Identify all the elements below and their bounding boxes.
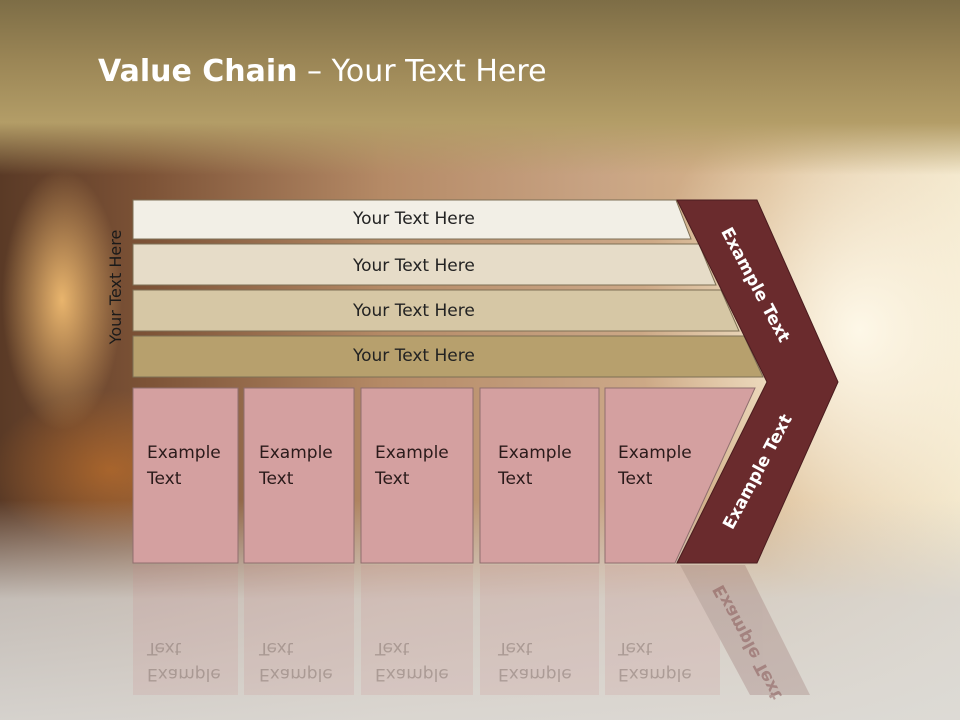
activity-box-3-line2: Text xyxy=(375,469,410,489)
slide-title-bold: Value Chain xyxy=(98,54,298,89)
activity-box-4-line1: Example xyxy=(498,443,572,463)
activity-box-1-line1: Example xyxy=(147,443,221,463)
slide-title: Value Chain – Your Text Here xyxy=(98,54,547,89)
activity-box-2-refl-line1: Example xyxy=(259,664,333,684)
band-2-label: Your Text Here xyxy=(353,256,475,276)
activity-box-2-refl-line2: Text xyxy=(259,638,294,658)
activity-box-1-line2: Text xyxy=(147,469,182,489)
band-1[interactable] xyxy=(132,199,692,240)
activity-box-5-refl-line2: Text xyxy=(618,638,653,658)
activity-box-4-line2: Text xyxy=(498,469,533,489)
activity-box-3-refl-line1: Example xyxy=(375,664,449,684)
band-4[interactable] xyxy=(132,335,764,378)
activity-box-1-refl-line2: Text xyxy=(147,638,182,658)
activity-box-5[interactable] xyxy=(604,387,756,564)
activity-box-5-label: Example Text xyxy=(618,440,692,492)
activity-box-4-reflection: Example Text xyxy=(498,635,572,687)
slide-title-rest: – Your Text Here xyxy=(297,54,547,89)
activity-box-4[interactable] xyxy=(479,387,600,564)
activity-box-3-line1: Example xyxy=(375,443,449,463)
band-3[interactable] xyxy=(132,289,740,332)
activity-box-2-line2: Text xyxy=(259,469,294,489)
activity-box-5-reflection: Example Text xyxy=(618,635,692,687)
activity-box-1-reflection: Example Text xyxy=(147,635,221,687)
activity-box-2[interactable] xyxy=(243,387,355,564)
band-4-label: Your Text Here xyxy=(353,346,475,366)
activity-box-4-label: Example Text xyxy=(498,440,572,492)
activity-box-5-line2: Text xyxy=(618,469,653,489)
activity-box-5-line1: Example xyxy=(618,443,692,463)
activity-box-4-refl-line2: Text xyxy=(498,638,533,658)
activity-box-3-refl-line2: Text xyxy=(375,638,410,658)
activity-box-4-refl-line1: Example xyxy=(498,664,572,684)
activity-box-2-reflection: Example Text xyxy=(259,635,333,687)
band-3-label: Your Text Here xyxy=(353,301,475,321)
activity-box-3-label: Example Text xyxy=(375,440,449,492)
title-bar-background xyxy=(0,0,960,175)
band-2[interactable] xyxy=(132,243,717,286)
diagram-reflection xyxy=(133,565,810,695)
activity-box-2-line1: Example xyxy=(259,443,333,463)
activity-box-3[interactable] xyxy=(360,387,474,564)
band-1-label: Your Text Here xyxy=(353,209,475,229)
margin-chevron[interactable] xyxy=(676,199,839,564)
activity-box-5-refl-line1: Example xyxy=(618,664,692,684)
activity-box-3-reflection: Example Text xyxy=(375,635,449,687)
activity-box-2-label: Example Text xyxy=(259,440,333,492)
activity-box-1-refl-line1: Example xyxy=(147,664,221,684)
activity-box-1-label: Example Text xyxy=(147,440,221,492)
activity-box-1[interactable] xyxy=(132,387,239,564)
